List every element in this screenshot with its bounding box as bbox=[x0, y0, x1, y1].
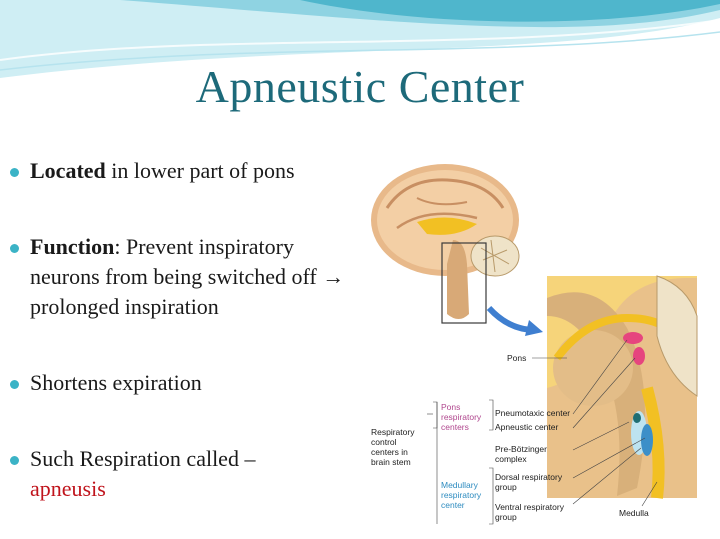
label-pre-botzinger: Pre-Bötzinger complex bbox=[495, 444, 549, 464]
bullet-dot bbox=[10, 244, 19, 253]
label-ventral-group: Ventral respiratory group bbox=[495, 502, 566, 522]
slide-title: Apneustic Center bbox=[195, 61, 525, 112]
label-medullary-group: Medullary respiratory center bbox=[441, 480, 484, 510]
bullet-text: in lower part of pons bbox=[105, 158, 295, 183]
brainstem-enlarged bbox=[547, 275, 698, 499]
bullet-text: : Prevent inspiratory neurons from being… bbox=[30, 234, 345, 319]
label-pneumotaxic-center: Pneumotaxic center bbox=[495, 408, 570, 418]
bullet-text: Shortens expiration bbox=[30, 370, 202, 395]
bullet-bold: Located bbox=[30, 158, 106, 183]
label-respiratory-control: Respiratory control centers in brain ste… bbox=[371, 427, 417, 467]
bullet-dot bbox=[10, 456, 19, 465]
brainstem-diagram: Pons Respiratory control centers in brai… bbox=[371, 164, 698, 525]
bullet-text: Such Respiration called – bbox=[30, 446, 256, 471]
bullet-bold: Function bbox=[30, 234, 115, 259]
label-dorsal-group: Dorsal respiratory group bbox=[495, 472, 564, 492]
bullet-dot bbox=[10, 380, 19, 389]
leader-lines bbox=[427, 339, 658, 525]
header-swoosh bbox=[0, 0, 720, 78]
bullet-dot bbox=[10, 168, 19, 177]
label-apneustic-center: Apneustic center bbox=[495, 422, 558, 432]
apneusis-term: apneusis bbox=[30, 476, 106, 501]
brain-illustration bbox=[371, 164, 543, 336]
label-medulla: Medulla bbox=[619, 508, 649, 518]
label-pons: Pons bbox=[507, 353, 526, 363]
label-pons-group: Pons respiratory centers bbox=[441, 402, 484, 432]
